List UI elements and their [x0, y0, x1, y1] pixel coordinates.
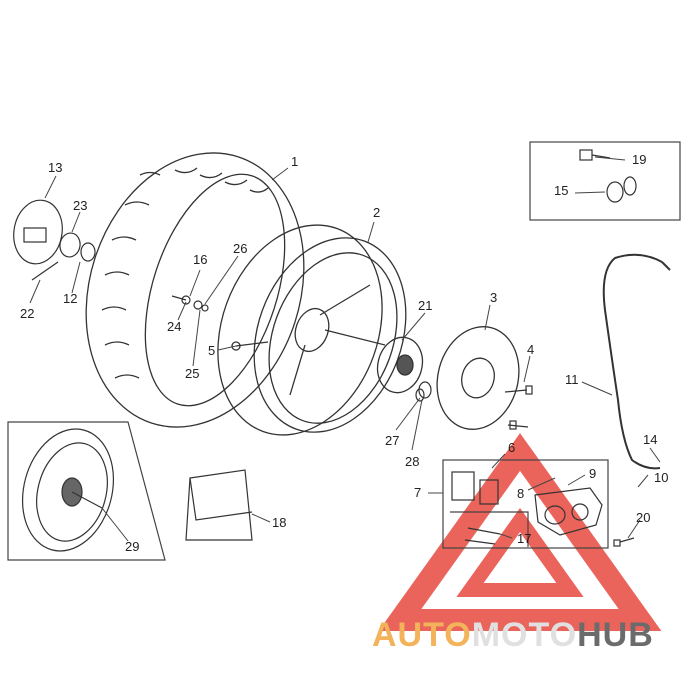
callout-24: 24: [167, 319, 181, 334]
tire: [85, 152, 305, 428]
hub-washers: [415, 381, 432, 402]
watermark-hub: HUB: [577, 616, 654, 654]
watermark-moto: MOTO: [471, 616, 578, 654]
callout-3: 3: [490, 290, 497, 305]
watermark-triangle-logo: [378, 433, 662, 631]
callout-26: 26: [233, 241, 247, 256]
callout-6: 6: [508, 440, 515, 455]
callout-4: 4: [527, 342, 534, 357]
callout-21: 21: [418, 298, 432, 313]
callout-13: 13: [48, 160, 62, 175]
callout-numbers: 1 2 3 4 5 6 7 8 9 10 11 12 13 14 15 16 1…: [20, 152, 668, 554]
axle-side-parts: [13, 199, 96, 281]
watermark-auto: AUTO: [372, 616, 472, 654]
callout-16: 16: [193, 252, 207, 267]
disc-bolts: [504, 385, 533, 430]
callout-22: 22: [20, 306, 34, 321]
brake-pads: [451, 471, 499, 505]
callout-1: 1: [291, 154, 298, 169]
tire-valve: [231, 341, 269, 351]
callout-9: 9: [589, 466, 596, 481]
pad-pin: [464, 527, 501, 545]
brake-hose: [602, 253, 671, 470]
callout-2: 2: [373, 205, 380, 220]
inset-boxes: [7, 141, 681, 561]
wheel-rim: [217, 224, 407, 436]
callout-17: 17: [517, 531, 531, 546]
watermark-wordmark: AUTOMOTOHUB: [372, 616, 654, 655]
callout-8: 8: [517, 486, 524, 501]
callout-5: 5: [208, 343, 215, 358]
callout-11: 11: [565, 372, 579, 387]
callout-28: 28: [405, 454, 419, 469]
callout-7: 7: [414, 485, 421, 500]
callout-20: 20: [636, 510, 650, 525]
banjo-bolt: [579, 149, 637, 203]
brake-caliper: [534, 487, 635, 547]
callout-12: 12: [63, 291, 77, 306]
callout-29: 29: [125, 539, 139, 554]
callout-10: 10: [654, 470, 668, 485]
callout-14: 14: [643, 432, 657, 447]
callout-18: 18: [272, 515, 286, 530]
callout-25: 25: [185, 366, 199, 381]
leader-lines: [29, 156, 661, 542]
callout-27: 27: [385, 433, 399, 448]
wheel-hub: [376, 336, 424, 394]
wheel-spacers: [171, 295, 209, 312]
callout-15: 15: [554, 183, 568, 198]
callout-19: 19: [632, 152, 646, 167]
brake-disc: [436, 326, 520, 430]
instruction-leaflet: [185, 469, 253, 541]
callout-23: 23: [73, 198, 87, 213]
complete-wheel: [21, 428, 115, 552]
